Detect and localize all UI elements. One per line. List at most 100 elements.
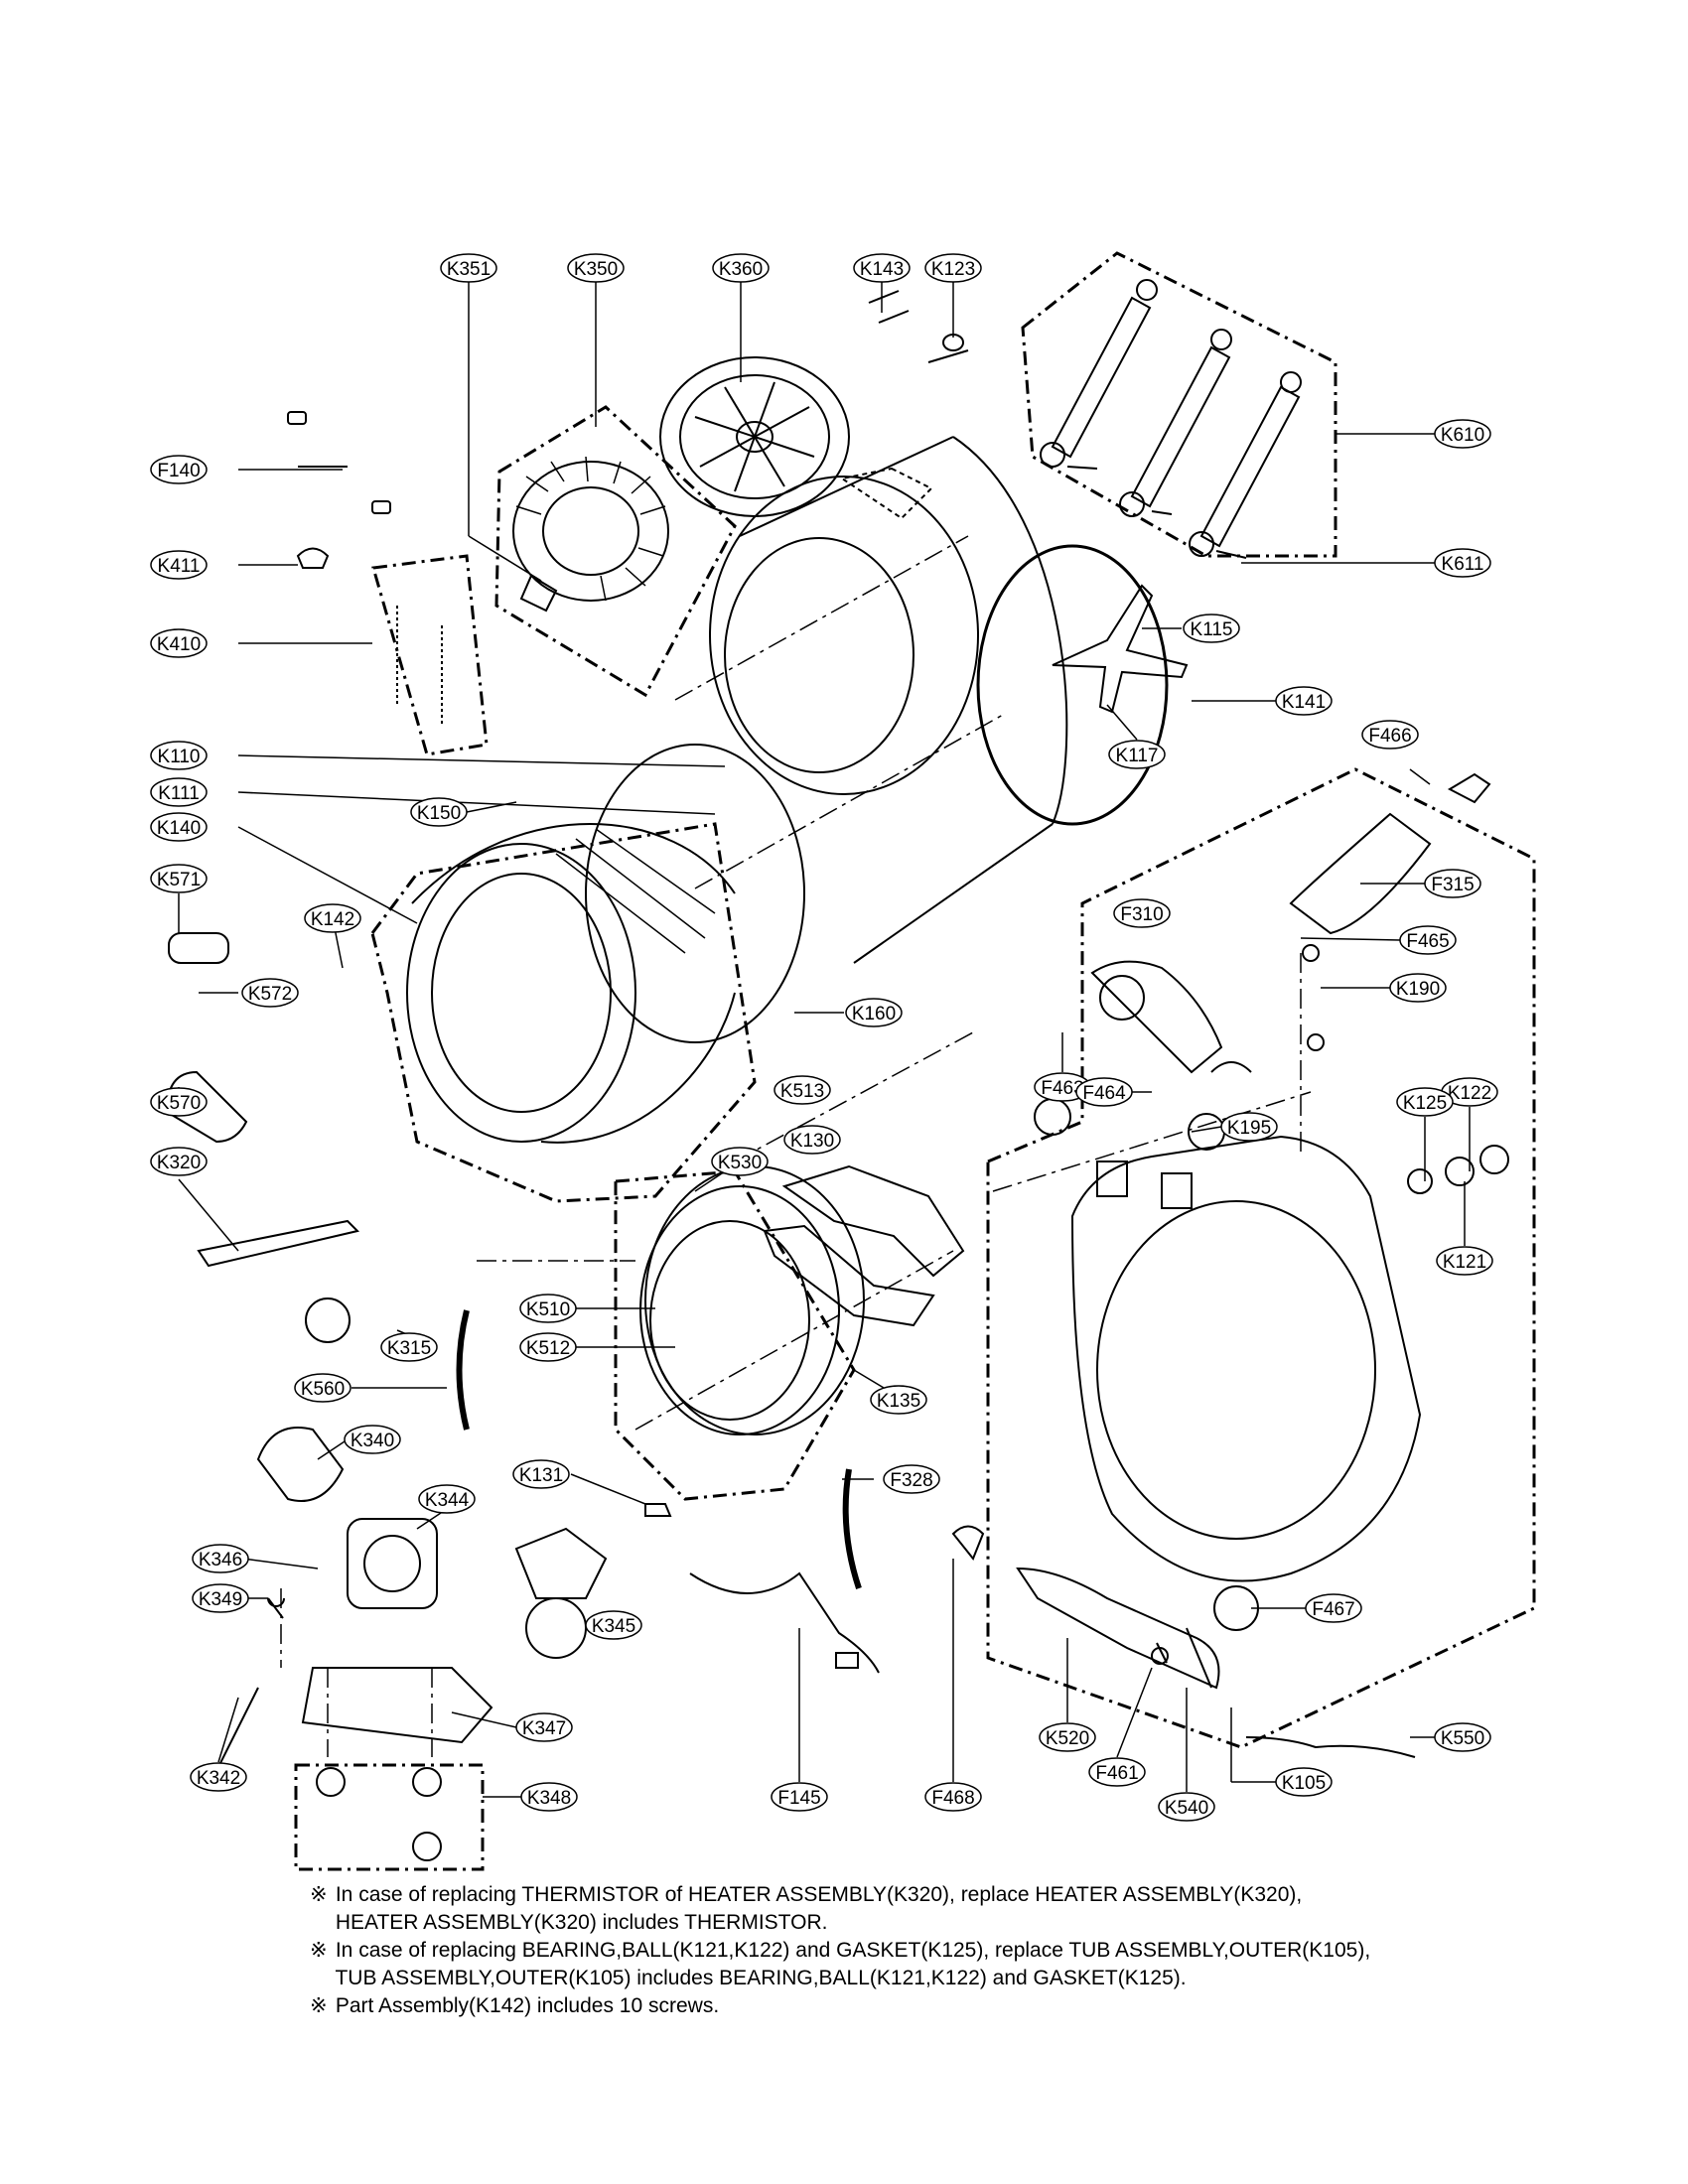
label-f463-text: F463 (1041, 1078, 1083, 1099)
label-k346: K346 (192, 1544, 249, 1573)
label-k348-text: K348 (527, 1788, 571, 1809)
label-k125: K125 (1396, 1087, 1454, 1117)
balance-weights (763, 1164, 965, 1327)
label-k121: K121 (1436, 1246, 1493, 1276)
label-k143-text: K143 (860, 259, 904, 280)
label-k350: K350 (567, 253, 625, 283)
label-k520: K520 (1039, 1722, 1096, 1752)
footnote-2b-text: TUB ASSEMBLY,OUTER(K105) includes BEARIN… (335, 1967, 1187, 1989)
label-f145: F145 (771, 1782, 828, 1812)
bolts-top (839, 290, 969, 520)
left-parts (165, 411, 608, 1861)
label-k351-text: K351 (447, 259, 491, 280)
label-k340-text: K340 (351, 1431, 394, 1451)
label-k345: K345 (585, 1610, 642, 1640)
label-f328-text: F328 (890, 1470, 932, 1491)
label-k344-text: K344 (425, 1490, 470, 1511)
label-k123-text: K123 (931, 259, 975, 280)
label-k142-text: K142 (311, 909, 354, 930)
label-k320: K320 (150, 1147, 208, 1176)
label-k570: K570 (150, 1087, 208, 1117)
label-k105-text: K105 (1282, 1773, 1326, 1794)
label-k347-text: K347 (522, 1718, 566, 1739)
label-k130-text: K130 (790, 1131, 834, 1152)
label-k117: K117 (1108, 740, 1166, 769)
label-k610: K610 (1434, 419, 1491, 449)
label-k110: K110 (150, 741, 208, 770)
label-f461: F461 (1088, 1757, 1146, 1787)
note-mark: ※ (310, 1939, 328, 1962)
footnote-2-continued: TUB ASSEMBLY,OUTER(K105) includes BEARIN… (310, 1965, 1501, 1992)
label-k572: K572 (241, 978, 299, 1008)
label-k510-text: K510 (526, 1299, 570, 1320)
label-k131: K131 (512, 1459, 570, 1489)
rotor-fan (659, 356, 850, 517)
group-outlines (294, 251, 1536, 1871)
filter-group-outline (294, 1763, 485, 1871)
shock-absorbers (1040, 279, 1302, 559)
label-k105: K105 (1275, 1767, 1333, 1797)
label-f315: F315 (1424, 869, 1481, 898)
label-k360-text: K360 (719, 259, 763, 280)
label-k195: K195 (1220, 1112, 1278, 1142)
label-f328: F328 (883, 1464, 940, 1494)
rear-gasket-ring (976, 544, 1169, 826)
label-k135-text: K135 (877, 1391, 920, 1412)
label-k610-text: K610 (1441, 425, 1484, 446)
label-f464: F464 (1075, 1077, 1133, 1107)
label-k315: K315 (380, 1332, 438, 1362)
spring-group-outline (371, 554, 489, 756)
label-k411-text: K411 (158, 556, 201, 577)
label-f465: F465 (1399, 925, 1457, 955)
label-f461-text: F461 (1095, 1763, 1138, 1784)
label-k122-text: K122 (1448, 1083, 1491, 1104)
note-mark: ※ (310, 1994, 328, 2017)
label-k550-text: K550 (1441, 1728, 1484, 1749)
label-k350-text: K350 (574, 259, 618, 280)
label-k141-text: K141 (1282, 692, 1326, 713)
label-k111-text: K111 (158, 783, 200, 804)
footnote-2: ※ In case of replacing BEARING,BALL(K121… (310, 1937, 1501, 1965)
label-f310-text: F310 (1120, 904, 1163, 925)
label-k530-text: K530 (718, 1153, 762, 1173)
footnote-1: ※ In case of replacing THERMISTOR of HEA… (310, 1881, 1501, 1909)
label-k135: K135 (870, 1385, 927, 1415)
shock-absorber-group-outline (1021, 251, 1337, 558)
label-k342: K342 (190, 1762, 247, 1792)
label-k513-text: K513 (780, 1081, 824, 1102)
inner-drum (709, 436, 1068, 964)
label-k410: K410 (150, 628, 208, 658)
label-k360: K360 (712, 253, 770, 283)
label-f468-text: F468 (931, 1788, 974, 1809)
footnote-1-continued: HEATER ASSEMBLY(K320) includes THERMISTO… (310, 1909, 1501, 1937)
label-k345-text: K345 (592, 1616, 635, 1637)
label-k141: K141 (1275, 686, 1333, 716)
label-k572-text: K572 (248, 984, 292, 1005)
label-k111: K111 (150, 777, 208, 807)
footnotes: ※ In case of replacing THERMISTOR of HEA… (310, 1881, 1501, 2020)
lower-center-parts (644, 1468, 985, 1674)
outer-tub-group-outline (986, 767, 1536, 1749)
label-k560-text: K560 (301, 1379, 345, 1400)
label-k142: K142 (304, 903, 361, 933)
label-k560: K560 (294, 1373, 352, 1403)
label-f467: F467 (1305, 1593, 1362, 1623)
right-parts (1016, 772, 1509, 1758)
label-f466: F466 (1361, 720, 1419, 750)
label-k540-text: K540 (1165, 1798, 1208, 1819)
label-k131-text: K131 (519, 1465, 563, 1486)
label-k315-text: K315 (387, 1338, 431, 1359)
front-tub-group-outline (370, 822, 757, 1203)
fan-group-outline (494, 405, 737, 698)
spider (1052, 584, 1189, 714)
label-k410-text: K410 (157, 634, 201, 655)
label-k121-text: K121 (1443, 1252, 1486, 1273)
label-k160: K160 (845, 998, 903, 1027)
door-gasket (639, 1165, 865, 1435)
label-k347: K347 (515, 1712, 573, 1742)
footnote-3: ※ Part Assembly(K142) includes 10 screws… (310, 1992, 1501, 2020)
connection-lines (280, 535, 1312, 1757)
label-k349: K349 (192, 1583, 249, 1613)
label-k130: K130 (783, 1125, 841, 1155)
